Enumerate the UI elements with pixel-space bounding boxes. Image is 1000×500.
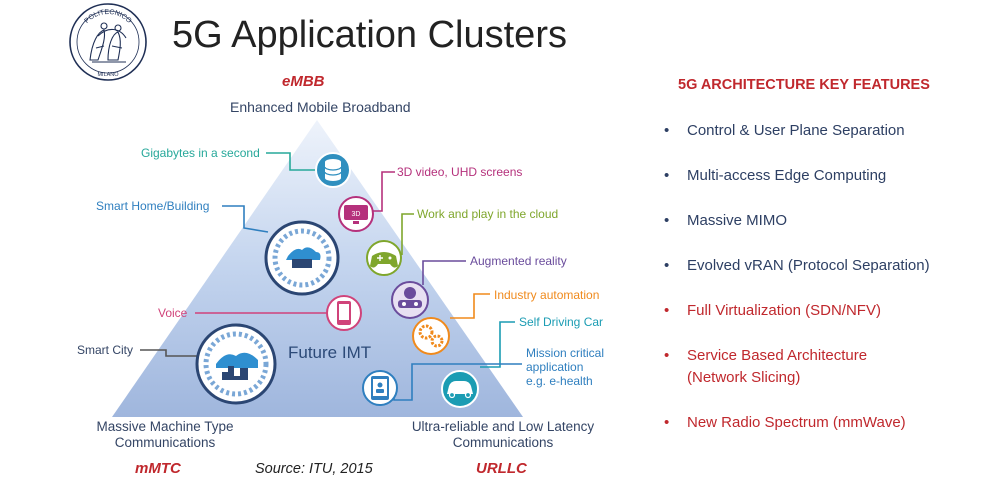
key-feature-text: New Radio Spectrum (mmWave) (687, 412, 906, 434)
source-citation: Source: ITU, 2015 (255, 461, 373, 477)
smart-home-connector (222, 205, 269, 233)
bullet-icon: • (664, 347, 670, 364)
bullet-icon: • (664, 212, 670, 229)
urllc-description: Ultra-reliable and Low Latency Communica… (388, 419, 618, 451)
key-feature-text: Full Virtualization (SDN/NFV) (687, 300, 881, 322)
bullet-icon: • (664, 167, 670, 184)
future-imt-label: Future IMT (288, 343, 372, 362)
ar-headset-icon (391, 281, 429, 319)
ar-label: Augmented reality (470, 254, 567, 268)
video-connector (372, 171, 395, 212)
smart-city-connector (140, 349, 200, 357)
bullet-icon: • (664, 122, 670, 139)
smart-home-label: Smart Home/Building (96, 199, 210, 213)
politecnico-logo: POLITECNICO MILANO (69, 3, 147, 81)
cloud-play-label: Work and play in the cloud (417, 207, 559, 221)
key-feature-line: Service Based Architecture (687, 347, 868, 364)
smart-city-cluster-icon (195, 323, 277, 405)
key-feature-text: Control & User Plane Separation (687, 120, 905, 142)
seal-figures-icon (89, 22, 127, 63)
gamepad-icon (366, 240, 402, 276)
smart-home-cluster-icon (264, 220, 340, 296)
gigabytes-connector (266, 152, 318, 171)
key-features-title: 5G ARCHITECTURE KEY FEATURES (678, 77, 930, 93)
logo-ring-bottom: MILANO (97, 72, 119, 78)
mission-label-2: application (526, 360, 584, 374)
key-feature-text: Massive MIMO (687, 210, 787, 232)
gigabytes-label: Gigabytes in a second (141, 146, 260, 160)
key-feature-line: New Radio Spectrum (mmWave) (687, 414, 906, 431)
mmtc-tag: mMTC (135, 460, 181, 477)
industry-connector (450, 293, 490, 319)
key-feature-text: Evolved vRAN (Protocol Separation) (687, 255, 930, 277)
smartphone-icon (326, 295, 362, 331)
mission-label-3: e.g. e-health (526, 374, 593, 388)
voice-label: Voice (158, 306, 188, 320)
urllc-label-1: Ultra-reliable and Low Latency (411, 419, 595, 434)
car-icon (441, 370, 479, 408)
self-driving-label: Self Driving Car (519, 315, 604, 329)
smart-city-label: Smart City (77, 343, 134, 357)
key-feature-line: Multi-access Edge Computing (687, 167, 887, 184)
key-feature-text: Multi-access Edge Computing (687, 165, 886, 187)
mmtc-label-1: Massive Machine Type (96, 419, 234, 434)
industry-label: Industry automation (494, 288, 600, 302)
key-feature-text: Service Based Architecture (Network Slici… (687, 345, 867, 389)
key-feature-line: Massive MIMO (687, 212, 788, 229)
bullet-icon: • (664, 302, 670, 319)
3d-screen-icon: 3D (338, 196, 374, 232)
key-feature-line: (Network Slicing) (687, 369, 801, 386)
video-label: 3D video, UHD screens (397, 165, 523, 179)
cloud-play-connector (401, 213, 414, 255)
page-title: 5G Application Clusters (172, 14, 567, 56)
gears-icon (412, 317, 450, 355)
self-driving-connector (480, 321, 515, 368)
urllc-label-2: Communications (452, 435, 554, 450)
database-icon (315, 152, 351, 188)
key-feature-line: Control & User Plane Separation (687, 122, 905, 139)
bullet-icon: • (664, 414, 670, 431)
mission-label-1: Mission critical (526, 346, 605, 360)
urllc-tag: URLLC (476, 460, 527, 477)
tablet-icon (362, 370, 398, 406)
bullet-icon: • (664, 257, 670, 274)
mmtc-description: Massive Machine Type Communications (75, 419, 255, 451)
key-feature-line: Evolved vRAN (Protocol Separation) (687, 257, 930, 274)
ar-connector (422, 260, 466, 285)
embb-label: Enhanced Mobile Broadband (230, 99, 411, 115)
svg-text:3D: 3D (352, 211, 361, 218)
mmtc-label-2: Communications (114, 435, 216, 450)
key-feature-line: Full Virtualization (SDN/NFV) (687, 302, 881, 319)
embb-tag: eMBB (282, 73, 325, 90)
